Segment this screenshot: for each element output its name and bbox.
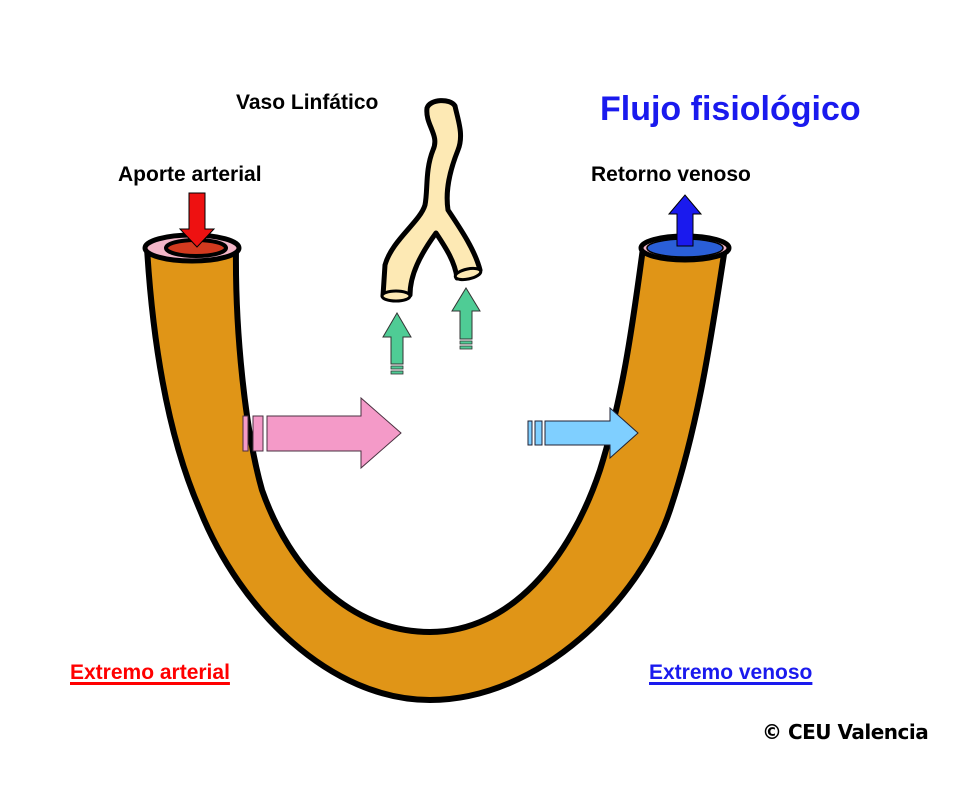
diagram-title: Flujo fisiológico [600,90,861,128]
filtration-arrow [242,396,402,470]
lymphatic-vessel [380,98,483,303]
venous-return-label: Retorno venoso [591,163,751,186]
venous-outflow-arrow [667,194,703,247]
copyright-notice: © CEU Valencia [762,720,929,744]
arterial-end-label: Extremo arterial [70,661,230,684]
arterial-supply-label: Aporte arterial [118,163,262,186]
venous-end-label: Extremo venoso [649,661,813,684]
arterial-inflow-arrow [178,192,216,248]
lymphatic-vessel-label: Vaso Linfático [236,91,379,114]
capillary-tube [144,245,728,703]
lymph-drainage-arrow-right [451,287,481,350]
reabsorption-arrow [527,406,639,460]
lymph-drainage-arrow-left [382,312,412,375]
